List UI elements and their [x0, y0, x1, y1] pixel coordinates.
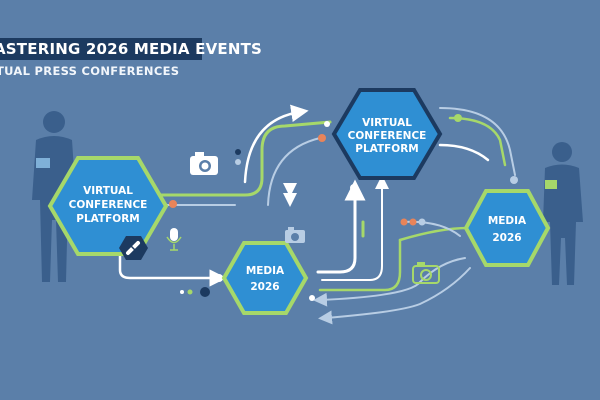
hex-label-line: VIRTUAL — [362, 117, 412, 129]
hex-label-line: 2026 — [492, 232, 521, 244]
hex-media-2026-center: MEDIA 2026 — [221, 241, 309, 315]
microphone-icon — [166, 228, 182, 251]
page-subtitle: TUAL PRESS CONFERENCES — [0, 64, 180, 78]
connector-dots — [169, 114, 518, 301]
connector-lines — [118, 104, 516, 325]
hex-virtual-conference-platform-left: VIRTUAL CONFERENCE PLATFORM — [47, 156, 169, 256]
hex-label-line: CONFERENCE — [348, 130, 427, 142]
hex-label-line: MEDIA — [246, 265, 285, 277]
camera-icon — [412, 262, 440, 284]
hex-label-line: PLATFORM — [355, 143, 419, 155]
camera-icon — [190, 152, 218, 175]
link-icon — [119, 236, 148, 260]
hex-media-2026-right: MEDIA 2026 — [463, 189, 551, 267]
page-title: ASTERING 2026 MEDIA EVENTS — [0, 40, 263, 58]
title-bar: ASTERING 2026 MEDIA EVENTS — [0, 38, 262, 60]
hex-label-line: 2026 — [250, 281, 279, 293]
hex-label-line: PLATFORM — [76, 213, 140, 225]
hex-virtual-conference-platform-top: VIRTUAL CONFERENCE PLATFORM — [331, 88, 443, 180]
hex-label-line: CONFERENCE — [69, 199, 148, 211]
hex-label-line: VIRTUAL — [83, 185, 133, 197]
camera-icon — [285, 227, 305, 243]
hex-label-line: MEDIA — [488, 215, 527, 227]
presenter-person-icon — [543, 142, 583, 285]
